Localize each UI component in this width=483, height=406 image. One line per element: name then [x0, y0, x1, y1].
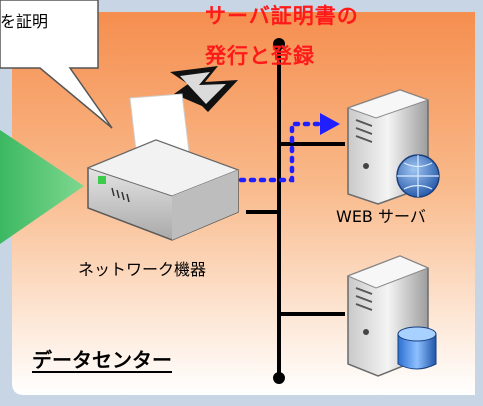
title-line-2: 発行と登録: [205, 44, 315, 68]
lightning-arrow-icon: [170, 66, 238, 112]
web-server-label: WEB サーバ: [336, 207, 426, 226]
title-line-1: サーバ証明書の: [205, 4, 359, 28]
printer-device-icon: [86, 93, 240, 241]
network-device-label: ネットワーク機器: [78, 260, 207, 279]
server-database-icon: [346, 255, 437, 377]
datacenter-label: データセンター: [32, 348, 172, 372]
callout-text: を証明: [0, 12, 49, 31]
callout-box: [0, 0, 113, 129]
green-arrow-shape: [0, 130, 84, 244]
server-globe-icon: [346, 89, 440, 205]
dotted-arrow: [238, 121, 325, 183]
